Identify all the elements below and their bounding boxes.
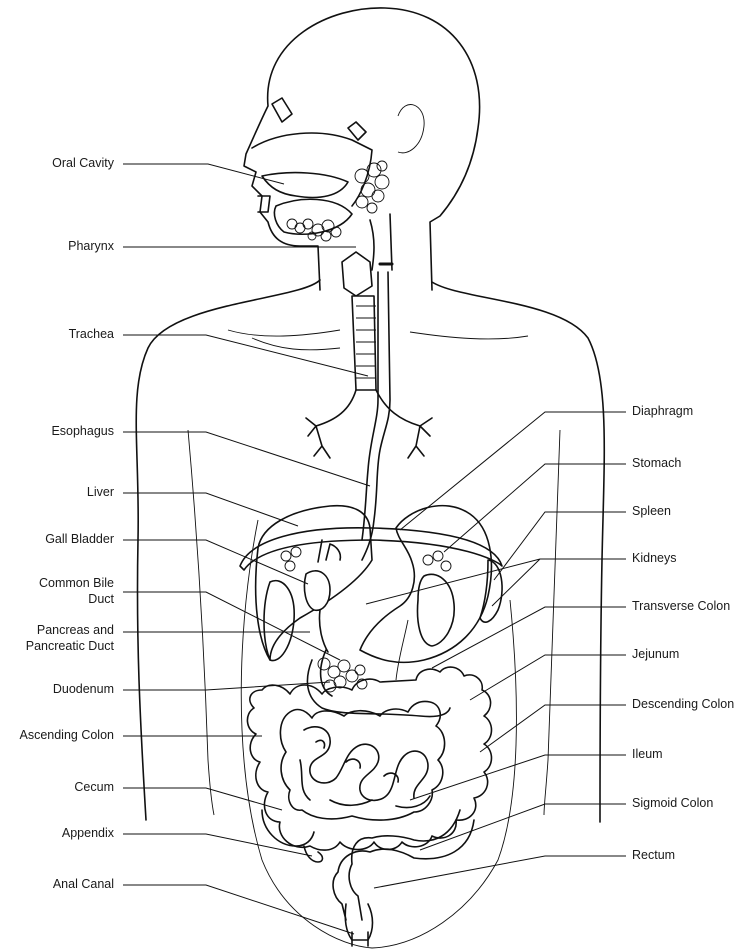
label-stomach: Stomach [632,456,681,471]
label-diaphragm: Diaphragm [632,404,693,419]
label-pharynx: Pharynx [68,239,114,254]
cecum [262,810,314,846]
label-kidneys: Kidneys [632,551,676,566]
label-pancreas-line2: Pancreatic Duct [26,639,114,654]
label-sigmoid-colon: Sigmoid Colon [632,796,713,811]
label-anal-canal: Anal Canal [53,877,114,892]
sigmoid-colon [333,820,474,920]
label-transverse-colon: Transverse Colon [632,599,730,614]
head-outline [244,8,480,290]
gall-bladder [304,571,330,610]
label-cecum: Cecum [74,780,114,795]
stomach [360,506,491,663]
label-jejunum: Jejunum [632,647,679,662]
oral-cavity [252,98,389,241]
label-pancreas-line1: Pancreas and [37,623,114,638]
left-kidney [264,581,294,661]
label-gall-bladder: Gall Bladder [45,532,114,547]
label-appendix: Appendix [62,826,114,841]
trachea-esophagus [306,214,432,560]
label-esophagus: Esophagus [51,424,114,439]
ear-outline [398,105,424,153]
label-liver: Liver [87,485,114,500]
label-ascending-colon: Ascending Colon [19,728,114,743]
label-ileum: Ileum [632,747,663,762]
label-common-bile-duct-line1: Common Bile [39,576,114,591]
anal-canal [352,932,368,946]
label-descending-colon: Descending Colon [632,697,734,712]
label-trachea: Trachea [69,327,114,342]
label-duodenum: Duodenum [53,682,114,697]
label-spleen: Spleen [632,504,671,519]
label-oral-cavity: Oral Cavity [52,156,114,171]
small-intestine [304,727,428,801]
parotid-gland [355,161,389,213]
salivary-glands [287,219,341,241]
label-rectum: Rectum [632,848,675,863]
right-kidney [418,574,455,646]
label-common-bile-duct-line2: Duct [88,592,114,607]
